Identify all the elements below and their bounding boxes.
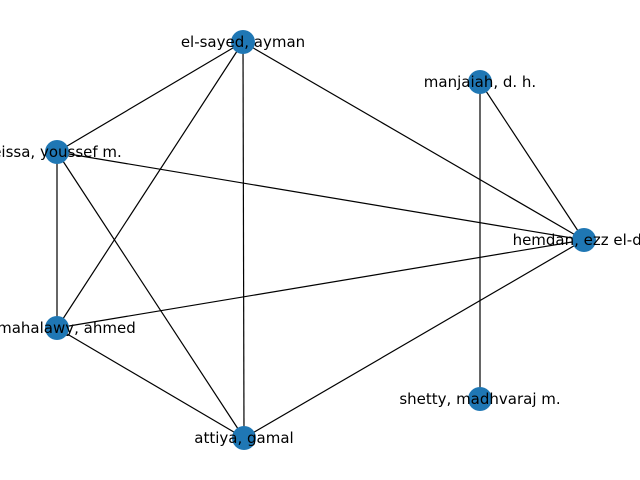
- node-attiya: [232, 426, 256, 450]
- edge-eissa-attiya: [56, 151, 245, 439]
- node-label-hemdan: hemdan, ezz el-din: [513, 231, 640, 249]
- node-layer: [45, 30, 596, 450]
- node-label-el-sayed: el-sayed, ayman: [181, 33, 305, 51]
- node-label-manjaiah: manjaiah, d. h.: [424, 73, 536, 91]
- node-manjaiah: [468, 70, 492, 94]
- edge-layer: [56, 41, 585, 439]
- edge-el-sayed-eissa: [56, 41, 244, 153]
- edge-el-sayed-hemdan: [242, 41, 585, 241]
- node-eissa: [45, 140, 69, 164]
- node-el-mahalawy: [45, 316, 69, 340]
- node-label-attiya: attiya, gamal: [194, 429, 293, 447]
- label-layer: el-sayed, ayman manjaiah, d. h. eissa, you…: [0, 33, 640, 447]
- edge-manjaiah-hemdan: [479, 81, 585, 241]
- edge-eissa-hemdan: [56, 151, 585, 241]
- edge-attiya-hemdan: [243, 239, 585, 439]
- node-label-eissa: eissa, youssef m.: [0, 143, 122, 161]
- node-el-sayed: [231, 30, 255, 54]
- edge-el-mahalawy-hemdan: [56, 239, 585, 329]
- node-hemdan: [572, 228, 596, 252]
- node-label-shetty: shetty, madhvaraj m.: [399, 390, 560, 408]
- node-label-el-mahalawy: el-mahalawy, ahmed: [0, 319, 136, 337]
- edge-el-mahalawy-attiya: [56, 327, 245, 439]
- edge-el-sayed-attiya: [242, 41, 245, 439]
- node-shetty: [468, 387, 492, 411]
- edge-el-sayed-el-mahalawy: [56, 41, 244, 329]
